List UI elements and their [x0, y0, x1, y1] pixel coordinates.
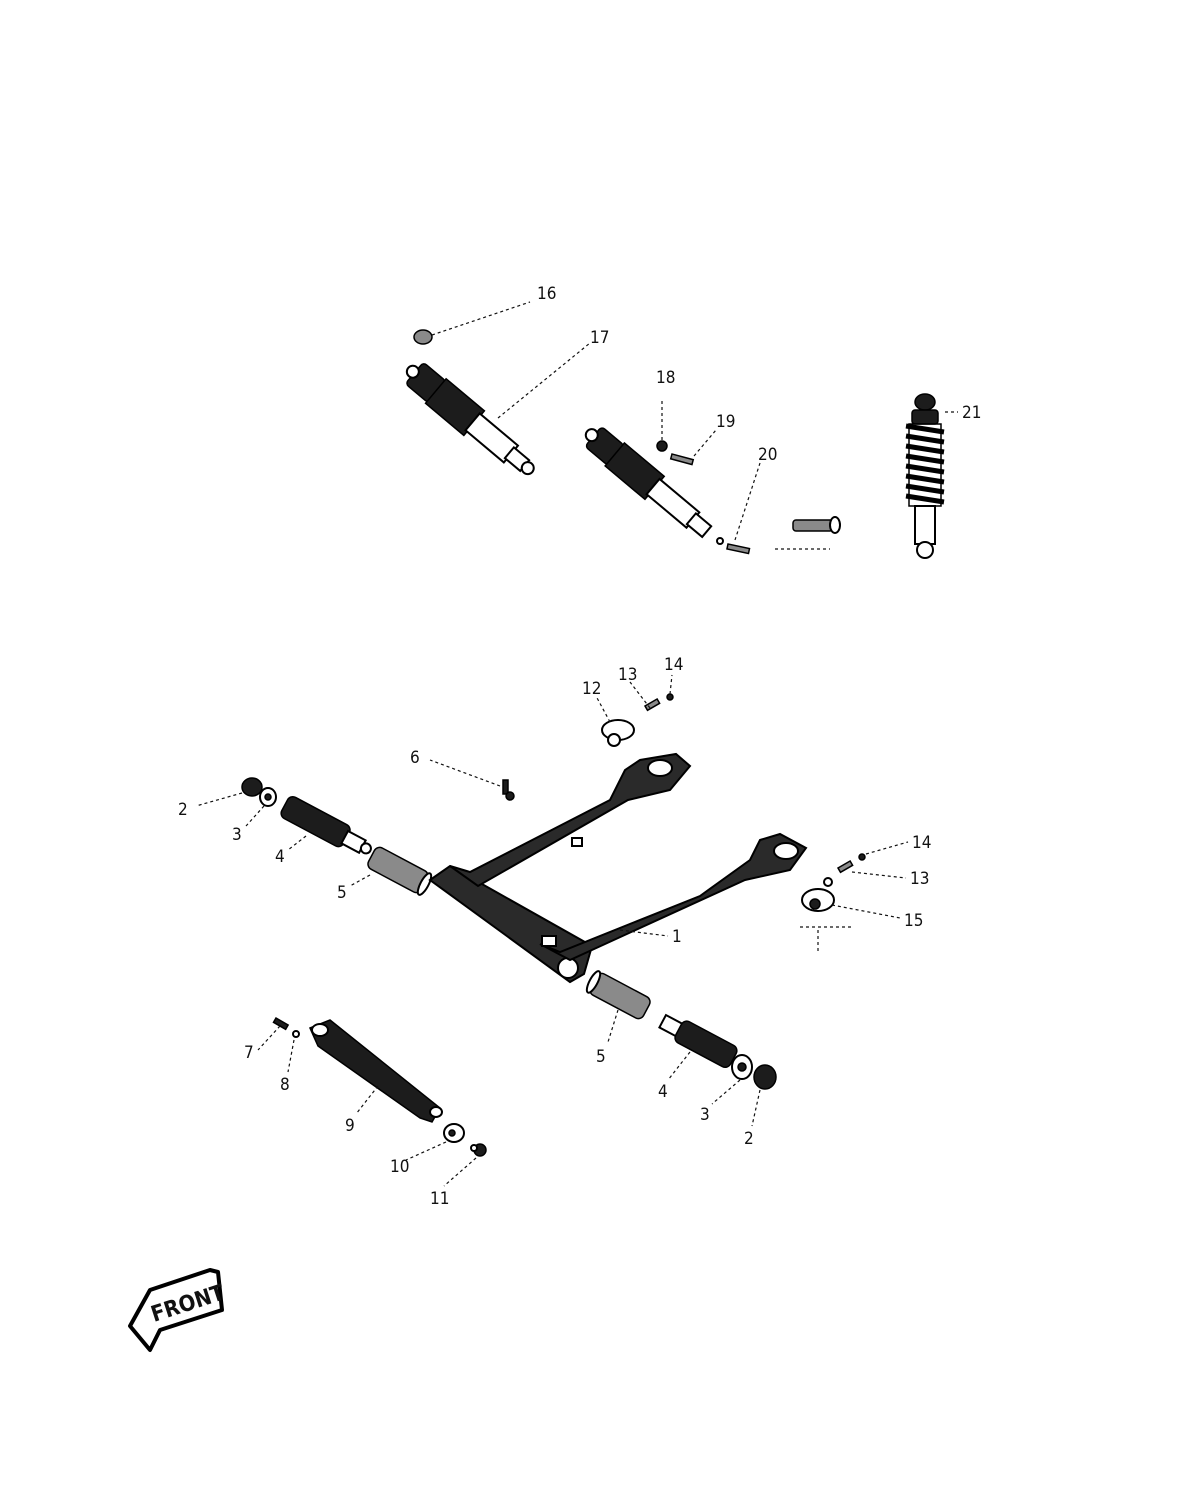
- part-6-grease-nipple: [502, 779, 515, 801]
- shock-absorber-assembly: [584, 427, 713, 539]
- part-8-washer: [292, 1030, 300, 1038]
- callout-4-right: 4: [658, 1082, 668, 1102]
- part-14-nut-top: [666, 693, 674, 701]
- callout-9: 9: [345, 1116, 355, 1136]
- leader-5-left: [349, 874, 371, 887]
- callout-3-right: 3: [700, 1105, 710, 1125]
- leader-20: [734, 462, 761, 541]
- callout-6: 6: [410, 748, 420, 768]
- part-13-bolt-top: [643, 697, 661, 712]
- leader-7: [257, 1025, 281, 1051]
- leader-17: [497, 342, 591, 419]
- part-10-washer: [443, 1123, 465, 1143]
- part-9-torque-link: [308, 1019, 443, 1123]
- part-5-bushing-right: [585, 970, 651, 1020]
- leader-9: [355, 1085, 379, 1115]
- part-5-bushing-left: [367, 846, 433, 896]
- leader-3-left: [245, 805, 265, 827]
- callout-7: 7: [244, 1043, 254, 1063]
- part-4-pivot-shaft-right: [658, 1013, 738, 1069]
- callout-12-top: 12: [582, 679, 601, 699]
- callout-14-top: 14: [664, 655, 683, 675]
- part-15-adjuster-plate-right: [801, 877, 835, 912]
- part-12-adjuster-plate-top: [601, 719, 635, 747]
- callout-10: 10: [390, 1157, 409, 1177]
- part-2-dust-cap-right: [753, 1064, 777, 1090]
- leader-12-top: [595, 695, 611, 723]
- leader-15: [831, 904, 901, 919]
- leader-14-top: [669, 674, 673, 695]
- leader-5-right: [607, 1009, 619, 1043]
- callout-2-left: 2: [178, 800, 188, 820]
- part-13-bolt-right: [836, 859, 854, 874]
- callout-16: 16: [537, 284, 556, 304]
- callout-17: 17: [590, 328, 609, 348]
- mounting-pin: [792, 516, 841, 534]
- callout-8: 8: [280, 1075, 290, 1095]
- callout-1: 1: [672, 927, 682, 947]
- leader-4-right: [667, 1051, 691, 1081]
- part-11-nut: [470, 1143, 487, 1157]
- leader-13-right: [851, 871, 907, 879]
- part-3-washer-left: [259, 787, 277, 807]
- callout-3-left: 3: [232, 825, 242, 845]
- part-1-swing-arm: [428, 752, 808, 984]
- leader-14-right: [865, 841, 909, 855]
- part-2-dust-cap-left: [241, 777, 263, 797]
- leader-3-right: [711, 1079, 741, 1105]
- callout-19: 19: [716, 412, 735, 432]
- callout-13-right: 13: [910, 869, 929, 889]
- part-7-bolt: [272, 1016, 290, 1031]
- callout-5-left: 5: [337, 883, 347, 903]
- leader-8: [287, 1039, 295, 1073]
- front-arrow: FRONT: [128, 1268, 228, 1352]
- callout-18: 18: [656, 368, 675, 388]
- part-20-bolt: [716, 537, 751, 555]
- part-21-spring-shock: [905, 393, 945, 559]
- leader-6: [429, 759, 501, 787]
- part-4-pivot-shaft-left: [280, 795, 372, 855]
- part-14-nut-right: [858, 853, 866, 861]
- callout-2-right: 2: [744, 1129, 754, 1149]
- callout-4-left: 4: [275, 847, 285, 867]
- callout-21-shock: 21: [962, 403, 981, 423]
- callout-20: 20: [758, 445, 777, 465]
- leader-2-right: [751, 1089, 761, 1127]
- part-17-shock-absorber: [405, 363, 535, 476]
- callout-11: 11: [430, 1189, 449, 1209]
- part-3-washer-right: [731, 1054, 753, 1080]
- callout-14-right: 14: [912, 833, 931, 853]
- leader-1: [619, 929, 669, 937]
- leader-4-left: [287, 835, 307, 851]
- callout-13-top: 13: [618, 665, 637, 685]
- callout-5-right: 5: [596, 1047, 606, 1067]
- leader-10: [405, 1141, 447, 1161]
- leader-16: [431, 301, 531, 336]
- callout-15: 15: [904, 911, 923, 931]
- leader-2-left: [195, 792, 243, 807]
- leader-11: [443, 1157, 477, 1187]
- part-19-bolt: [669, 453, 695, 466]
- part-16-cap: [413, 329, 433, 345]
- part-18-nut: [656, 440, 668, 452]
- leader-19: [693, 429, 717, 457]
